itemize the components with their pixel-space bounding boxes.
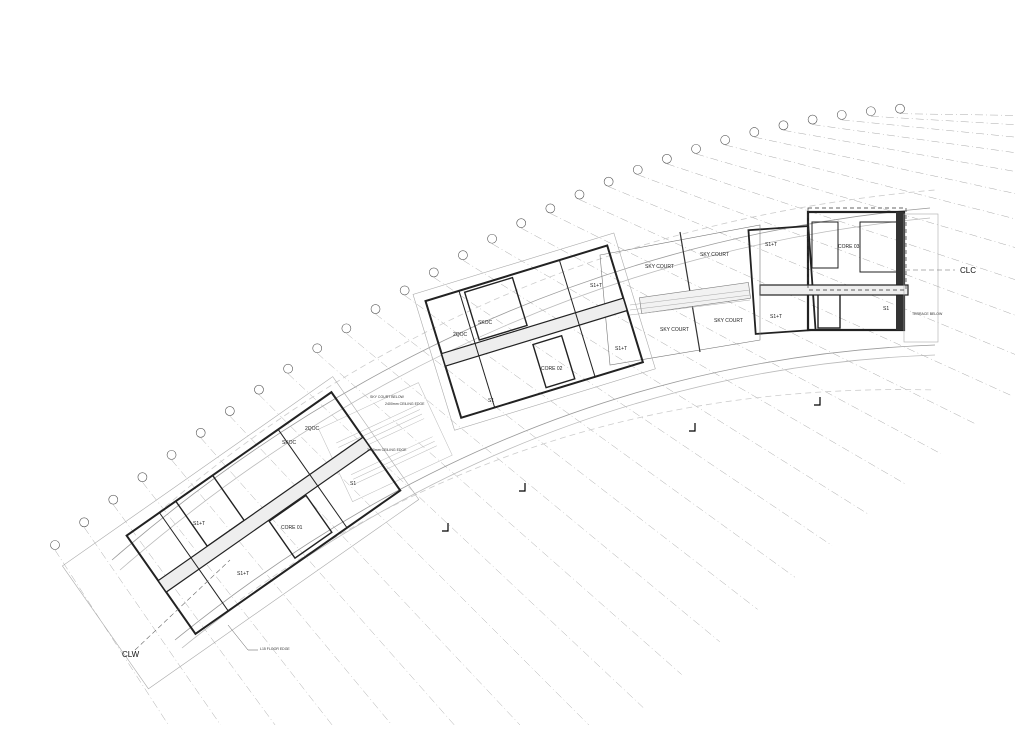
grid-bubble	[487, 233, 497, 244]
room-label: S1+T	[590, 283, 602, 289]
grid-line	[637, 174, 1016, 316]
grid-bubble	[254, 384, 264, 395]
grid-bubble	[225, 406, 235, 416]
grid-bubble	[895, 103, 905, 114]
grid-line	[113, 504, 276, 726]
grid-line	[491, 243, 906, 484]
grid-bubble	[662, 154, 672, 164]
grid-line	[287, 373, 644, 708]
grid-line	[579, 199, 1012, 396]
grid-bubble	[632, 164, 643, 175]
grid-bubble	[370, 304, 381, 314]
grid-line	[812, 124, 1016, 153]
left-wing	[61, 376, 420, 690]
grid-bubble	[545, 203, 556, 214]
grid-bubble	[516, 218, 527, 228]
grid-line	[54, 549, 169, 726]
room-label: S1+T	[237, 571, 249, 577]
grid-line	[608, 186, 1016, 355]
room-label: SKOC	[282, 440, 297, 446]
grid-line	[783, 130, 1016, 172]
grid-bubble	[50, 540, 60, 550]
room-label: S1+T	[193, 521, 205, 527]
grid-line	[171, 459, 392, 726]
grid-bubble	[574, 189, 585, 200]
grid-bubble	[166, 450, 177, 460]
grid-lines	[50, 103, 1016, 726]
room-label: CORE 03	[838, 244, 860, 250]
room-label: S1+T	[765, 242, 777, 248]
clw-label: CLW	[122, 650, 140, 659]
room-label: S1+T	[615, 346, 627, 352]
grid-line	[258, 394, 590, 726]
room-label: 2QOC	[305, 426, 320, 432]
grid-bubble	[749, 127, 760, 137]
room-label: SKY COURT	[645, 264, 674, 270]
grid-bubble	[458, 250, 468, 260]
sky-court-below	[318, 382, 453, 502]
clw-axis-line	[134, 559, 231, 651]
grid-bubble	[312, 343, 323, 354]
room-label: SKY COURT	[660, 327, 689, 333]
room-label: S1	[488, 398, 494, 404]
note: SKY COURT BELOW	[370, 395, 405, 399]
grid-line	[346, 333, 720, 643]
grid-line	[754, 136, 1016, 194]
notes: SKY COURT BELOW 2400mm CEILING EDGE 2400…	[227, 395, 425, 651]
grid-line	[899, 113, 1016, 116]
grid-bubble	[603, 176, 614, 187]
grid-bubble	[720, 135, 730, 145]
grid-bubble	[866, 106, 876, 117]
room-label: SKOC	[478, 320, 493, 326]
clc-label: CLC	[960, 266, 976, 275]
grid-line	[317, 353, 682, 675]
room-label: SKY COURT	[714, 318, 743, 324]
note: 2400mm CEILING EDGE	[367, 448, 407, 452]
room-labels: S1+T S1+T CORE 03 S1 TERRACE BELOW SKY C…	[193, 242, 943, 577]
grid-bubble	[399, 285, 410, 296]
grid-line	[229, 415, 521, 726]
grid-line	[200, 437, 455, 726]
note: TERRACE BELOW	[912, 312, 943, 316]
room-label: S1	[883, 306, 889, 312]
grid-line	[404, 295, 796, 578]
room-label: SKY COURT	[700, 252, 729, 258]
note: 2400mm CEILING EDGE	[385, 402, 425, 406]
grid-line	[550, 213, 977, 425]
grid-bubble	[691, 144, 701, 154]
middle-wing	[412, 232, 656, 431]
room-label: CORE 01	[281, 525, 303, 531]
grid-line	[841, 119, 1016, 138]
grid-bubble	[195, 428, 206, 438]
grid-line	[375, 313, 758, 610]
room-label: S1+T	[770, 314, 782, 320]
grid-line	[695, 153, 1016, 248]
grid-bubble	[778, 120, 789, 131]
note: L15 FLOOR EDGE	[260, 647, 290, 651]
section-markers	[442, 397, 821, 532]
grid-line	[725, 144, 1016, 220]
grid-bubble	[79, 517, 89, 528]
grid-bubble	[341, 323, 352, 334]
sky-courts	[599, 224, 761, 366]
grid-line	[433, 277, 833, 546]
right-wing	[747, 207, 939, 343]
grid-line	[521, 227, 941, 454]
grid-line	[666, 163, 1016, 280]
room-label: S1	[350, 481, 356, 487]
grid-bubble	[283, 363, 293, 374]
grid-line	[870, 116, 1016, 125]
grid-bubble	[108, 494, 119, 505]
grid-bubble	[428, 267, 439, 278]
grid-bubble	[137, 472, 148, 482]
room-label: CORE 02	[541, 366, 563, 372]
grid-line	[83, 527, 221, 726]
room-label: 2QOC	[453, 332, 468, 338]
grid-bubble	[836, 110, 847, 120]
grid-bubble	[807, 114, 818, 125]
